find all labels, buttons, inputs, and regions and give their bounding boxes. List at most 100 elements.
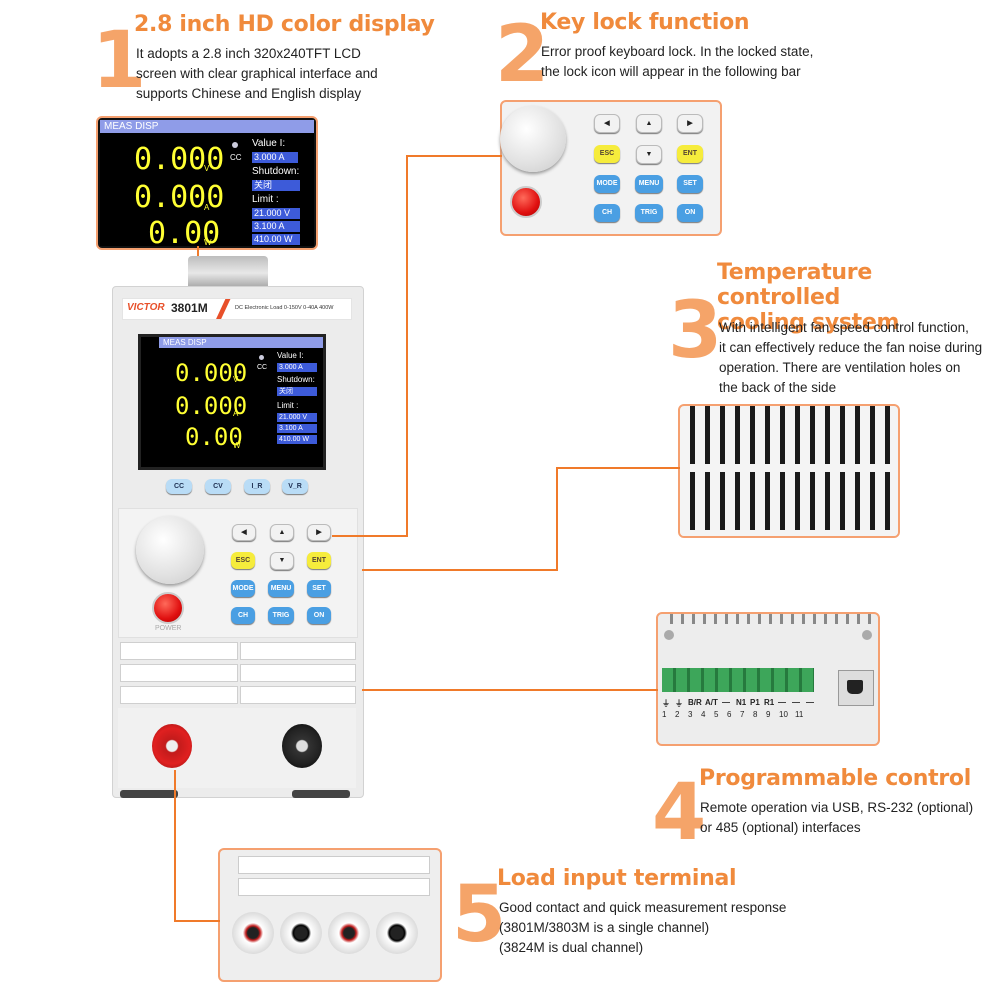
device-lcd-voltage: 0.000 xyxy=(175,359,248,387)
ent-button[interactable]: ENT xyxy=(677,145,703,163)
rear-screw-icon xyxy=(664,630,674,640)
mode-button[interactable]: MODE xyxy=(594,175,620,193)
cv-button[interactable]: CV xyxy=(205,479,231,494)
zoom-rotary-knob[interactable] xyxy=(500,106,566,172)
rear-screw-icon xyxy=(862,630,872,640)
vr-button[interactable]: V_R xyxy=(282,479,308,494)
set-button[interactable]: SET xyxy=(677,175,703,193)
device-rotary-knob[interactable] xyxy=(136,516,204,584)
device-right-arrow-button[interactable]: ▶ xyxy=(307,524,331,541)
lcd-limit-a: 3.100 A xyxy=(252,221,300,232)
zoom-power-button[interactable] xyxy=(510,186,542,218)
device-on-button[interactable]: ON xyxy=(307,607,331,624)
device-up-arrow-button[interactable]: ▲ xyxy=(270,524,294,541)
feature-4-title: Programmable control xyxy=(699,766,971,791)
device-label-strip: VICTOR 3801M DC Electronic Load 0-150V 0… xyxy=(122,298,352,320)
lcd-status-dot xyxy=(232,142,238,148)
device-lcd-value-label: Value I: xyxy=(277,351,304,360)
esc-button[interactable]: ESC xyxy=(594,145,620,163)
terminal-zoom-frame xyxy=(218,848,442,982)
red-terminal xyxy=(152,724,192,768)
feature-4-number: 4 xyxy=(652,768,707,858)
device-vent-slot xyxy=(120,664,238,682)
device-lcd-mode: CC xyxy=(257,364,268,371)
terminal-zoom-vent xyxy=(238,856,430,874)
connector-line-3 xyxy=(556,467,558,571)
device-esc-button[interactable]: ESC xyxy=(231,552,255,569)
feature-2-number: 2 xyxy=(495,10,550,100)
rear-panel-top-vents xyxy=(662,614,874,624)
device-lcd-limit-label: Limit : xyxy=(277,401,299,410)
connector-line-3 xyxy=(362,569,558,571)
lcd-current: 0.000 xyxy=(134,180,225,215)
device-lcd-current: 0.000 xyxy=(175,392,248,420)
device-ent-button[interactable]: ENT xyxy=(307,552,331,569)
device-menu-button[interactable]: MENU xyxy=(268,580,294,597)
device-lcd-power: 0.00 xyxy=(185,423,243,451)
connector-line-2 xyxy=(332,535,408,537)
device-trig-button[interactable]: TRIG xyxy=(268,607,294,624)
connector-line-5 xyxy=(174,920,220,922)
device-power-button[interactable] xyxy=(152,592,184,624)
model-name: 3801M xyxy=(171,301,208,315)
lcd-power: 0.00 xyxy=(148,216,221,251)
right-arrow-button[interactable]: ▶ xyxy=(677,114,703,133)
up-arrow-button[interactable]: ▲ xyxy=(636,114,662,133)
black-terminal-large xyxy=(280,912,322,954)
device-vent-slot xyxy=(240,642,356,660)
device-set-button[interactable]: SET xyxy=(307,580,331,597)
device-mode-button[interactable]: MODE xyxy=(231,580,255,597)
device-left-arrow-button[interactable]: ◀ xyxy=(232,524,256,541)
device-lcd-shutdown-label: Shutdown: xyxy=(277,375,315,384)
lcd-mode: CC xyxy=(230,153,242,162)
feature-1-number: 1 xyxy=(92,16,147,106)
on-button[interactable]: ON xyxy=(677,204,703,222)
feature-3-number: 3 xyxy=(668,286,723,376)
device-power-label: POWER xyxy=(155,625,182,632)
feature-3-title: Temperature controlled cooling system xyxy=(717,260,900,335)
terminal-zoom-vent xyxy=(238,878,430,896)
trig-button[interactable]: TRIG xyxy=(635,204,663,222)
red-terminal-large xyxy=(232,912,274,954)
device-lcd-limit-w: 410.00 W xyxy=(277,435,317,444)
lcd-power-unit: W xyxy=(204,238,212,247)
lcd-zoom-frame: MEAS DISP 0.000 V 0.000 A 0.00 W CC Valu… xyxy=(96,116,318,251)
menu-button[interactable]: MENU xyxy=(635,175,663,193)
lcd-current-unit: A xyxy=(204,203,210,212)
lcd-value: 3.000 A xyxy=(252,152,298,163)
ir-button[interactable]: I_R xyxy=(244,479,270,494)
cc-button[interactable]: CC xyxy=(166,479,192,494)
device-lcd-screen: MEAS DISP 0.000 V 0.000 A 0.00 W CC Valu… xyxy=(138,334,326,470)
left-arrow-button[interactable]: ◀ xyxy=(594,114,620,133)
lcd-shutdown-value: 关闭 xyxy=(252,180,300,191)
black-terminal xyxy=(282,724,322,768)
feature-5-description: Good contact and quick measurement respo… xyxy=(499,900,787,955)
label-accent-bar xyxy=(215,299,231,319)
device-lcd-current-unit: A xyxy=(233,409,239,418)
feature-2-title: Key lock function xyxy=(540,10,750,35)
feature-4-description: Remote operation via USB, RS-232 (option… xyxy=(700,800,974,835)
feature-5-title: Load input terminal xyxy=(497,866,737,891)
device-lcd-voltage-unit: V xyxy=(233,375,239,384)
device-down-arrow-button[interactable]: ▼ xyxy=(270,552,294,570)
lcd-header: MEAS DISP xyxy=(100,120,314,133)
lcd-limit-label: Limit : xyxy=(252,194,279,205)
down-arrow-button[interactable]: ▼ xyxy=(636,145,662,164)
connector-line-4 xyxy=(362,689,658,691)
device-lcd-status-dot xyxy=(259,355,264,360)
device-ch-button[interactable]: CH xyxy=(231,607,255,624)
device-vent-slot xyxy=(120,642,238,660)
lcd-value-label: Value I: xyxy=(252,138,286,149)
ch-button[interactable]: CH xyxy=(594,204,620,222)
lcd-limit-v: 21.000 V xyxy=(252,208,300,219)
device-lcd-value: 3.000 A xyxy=(277,363,317,372)
feature-1-description: It adopts a 2.8 inch 320x240TFT LCD scre… xyxy=(136,46,378,101)
device-lcd-power-unit: W xyxy=(233,441,241,450)
connector-line-3 xyxy=(556,467,680,469)
lcd-limit-w: 410.00 W xyxy=(252,234,300,245)
lcd-voltage: 0.000 xyxy=(134,142,225,177)
device-handle xyxy=(188,256,268,290)
feature-5-number: 5 xyxy=(452,870,507,960)
